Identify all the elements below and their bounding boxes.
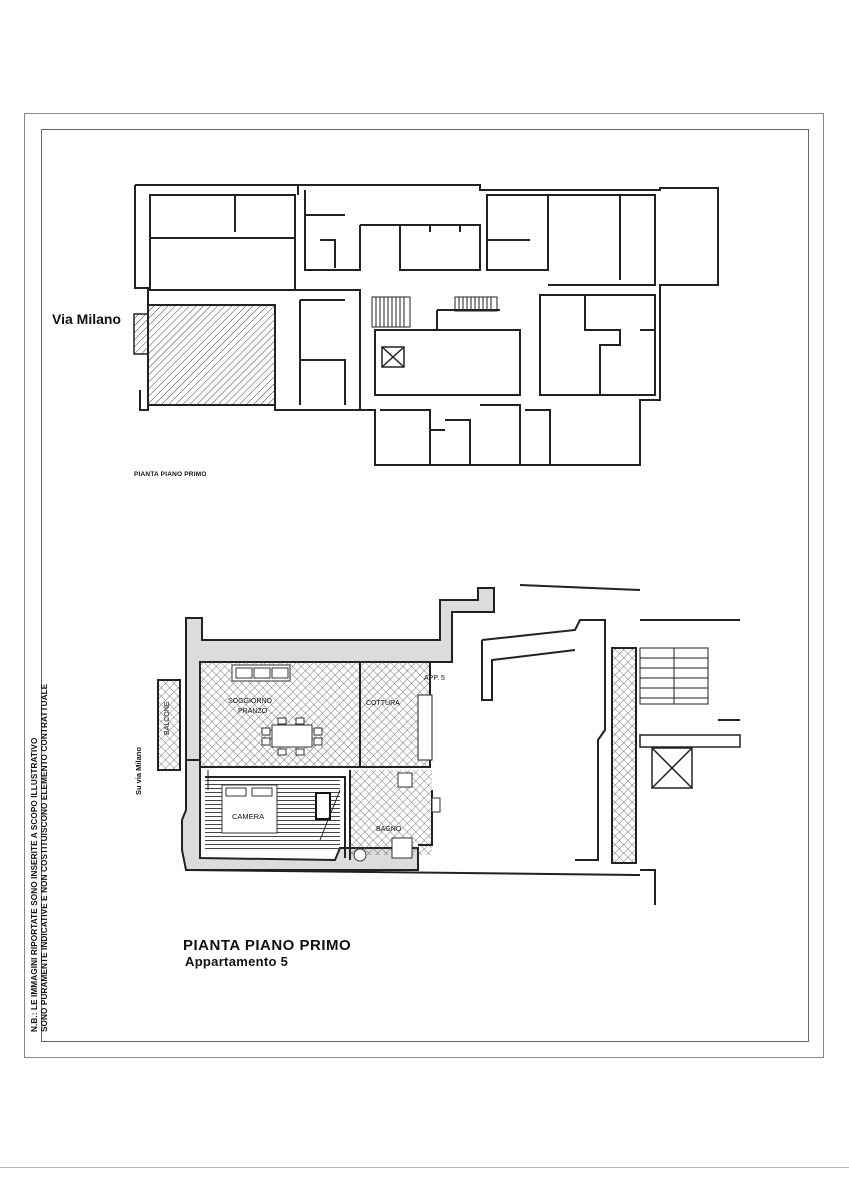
bed [221, 784, 278, 834]
stair-column [611, 647, 637, 864]
wardrobe [315, 792, 331, 820]
room-label-app: APP. 5 [424, 675, 445, 682]
room-label-bagno: BAGNO [376, 826, 402, 833]
page-bottom-rule [0, 1167, 849, 1168]
bottom-floor-plan [157, 584, 741, 905]
outer-frame [24, 113, 824, 1058]
plan-subtitle: Appartamento 5 [185, 954, 289, 969]
street-label: Via Milano [52, 311, 121, 327]
disclaimer-line-1: N.B.: LE IMMAGINI RIPORTATE SONO INSERIT… [30, 737, 39, 1032]
balcony-hatch [133, 313, 149, 355]
inner-frame [41, 129, 809, 1042]
elevator-bottom [651, 747, 693, 789]
plan-title: PIANTA PIANO PRIMO [183, 937, 352, 954]
room-label-cottura: COTTURA [366, 700, 400, 707]
stairs-top [371, 296, 498, 328]
room-label-soggiorno: SOGGIORNO [228, 698, 272, 705]
elevator-top [381, 346, 405, 368]
street-label-vertical: Su via Milano [134, 747, 143, 795]
stairs-bottom [639, 647, 709, 705]
plan-caption: PIANTA PIANO PRIMO [134, 471, 207, 478]
room-label-balcone: BALCONE [164, 701, 171, 735]
sofa [231, 664, 291, 682]
disclaimer-line-2: SONO PURAMENTE INDICATIVE E NON COSTITUI… [40, 683, 49, 1032]
dining-table [261, 717, 323, 756]
highlighted-unit [147, 304, 276, 406]
top-floor-plan [133, 184, 719, 466]
room-label-camera: CAMERA [232, 812, 265, 821]
disclaimer-note: N.B.: LE IMMAGINI RIPORTATE SONO INSERIT… [30, 684, 50, 1032]
room-label-pranzo: PRANZO [238, 708, 268, 715]
bathroom-area [350, 770, 432, 855]
balcony-area [157, 679, 181, 771]
